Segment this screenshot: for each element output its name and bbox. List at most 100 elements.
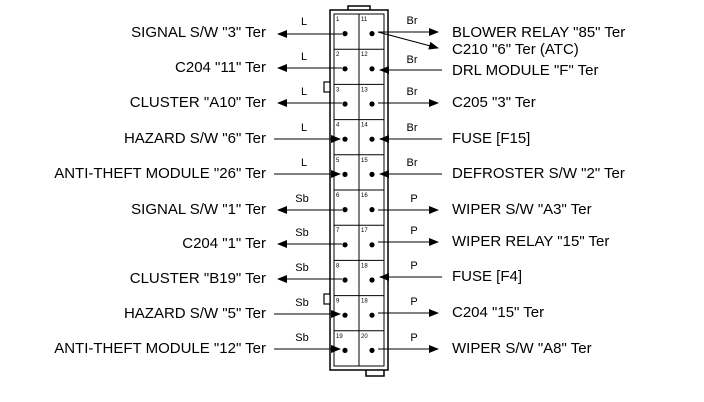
right-arrow-branch bbox=[377, 31, 439, 50]
pin-dot bbox=[342, 66, 348, 72]
right-row-1: BLOWER RELAY "85" Ter C210 "6" Ter (ATC)… bbox=[377, 15, 625, 58]
left-wire-color: L bbox=[301, 157, 307, 169]
pin-number: 17 bbox=[361, 228, 368, 234]
pin-dot bbox=[369, 66, 375, 72]
pin-number: 13 bbox=[361, 87, 368, 93]
pin-dot bbox=[342, 136, 348, 142]
right-wire-color: P bbox=[410, 332, 417, 344]
pin-number: 16 bbox=[361, 193, 368, 199]
right-wire-color: Br bbox=[407, 86, 418, 98]
pin-dot bbox=[342, 101, 348, 107]
pin-number: 18 bbox=[361, 263, 368, 269]
pin-number: 2 bbox=[336, 52, 340, 58]
pin-number: 18 bbox=[361, 299, 368, 305]
right-row-3: C205 "3" Ter Br bbox=[378, 86, 536, 111]
pin-dot bbox=[369, 101, 375, 107]
connector-row-dividers bbox=[334, 48, 384, 332]
right-wire-color: P bbox=[410, 193, 417, 205]
right-terminal-label: BLOWER RELAY "85" Ter bbox=[452, 24, 625, 41]
left-row-3: CLUSTER "A10" Ter L bbox=[130, 86, 342, 111]
right-terminal-label: WIPER S/W "A3" Ter bbox=[452, 201, 592, 218]
left-wire-color: Sb bbox=[295, 193, 308, 205]
left-row-10: ANTI-THEFT MODULE "12" Ter Sb bbox=[54, 332, 341, 357]
pin-dot bbox=[342, 347, 348, 353]
pin-number: 19 bbox=[336, 334, 343, 340]
pin-dot bbox=[369, 312, 375, 318]
left-terminal-label: ANTI-THEFT MODULE "12" Ter bbox=[54, 340, 266, 357]
pin-number: 5 bbox=[336, 158, 340, 164]
pin-number: 7 bbox=[336, 228, 340, 234]
pin-number: 11 bbox=[361, 17, 368, 23]
right-row-7: WIPER RELAY "15" Ter P bbox=[378, 225, 609, 250]
pin-number: 3 bbox=[336, 87, 340, 93]
right-terminal-label: FUSE [F4] bbox=[452, 268, 522, 285]
right-row-9: C204 "15" Ter P bbox=[378, 296, 544, 321]
right-row-10: WIPER S/W "A8" Ter P bbox=[378, 332, 592, 357]
pin-dot bbox=[369, 207, 375, 213]
right-row-2: DRL MODULE "F" Ter Br bbox=[379, 54, 599, 79]
left-wire-color: L bbox=[301, 122, 307, 134]
right-wire-color: P bbox=[410, 225, 417, 237]
pin-number: 4 bbox=[336, 123, 340, 129]
right-row-5: DEFROSTER S/W "2" Ter Br bbox=[379, 157, 625, 182]
left-terminal-label: HAZARD S/W "6" Ter bbox=[124, 130, 266, 147]
left-row-5: ANTI-THEFT MODULE "26" Ter L bbox=[54, 157, 341, 182]
left-terminals: SIGNAL S/W "3" Ter L C204 "11" Ter L CLU… bbox=[54, 16, 342, 357]
left-row-9: HAZARD S/W "5" Ter Sb bbox=[124, 297, 341, 322]
right-terminals: BLOWER RELAY "85" Ter C210 "6" Ter (ATC)… bbox=[377, 15, 625, 357]
pin-number: 8 bbox=[336, 263, 340, 269]
left-row-6: SIGNAL S/W "1" Ter Sb bbox=[131, 193, 342, 218]
left-row-1: SIGNAL S/W "3" Ter L bbox=[131, 16, 342, 41]
left-row-4: HAZARD S/W "6" Ter L bbox=[124, 122, 341, 147]
right-wire-color: P bbox=[410, 260, 417, 272]
pin-number: 1 bbox=[336, 17, 340, 23]
pin-number: 20 bbox=[361, 334, 368, 340]
right-wire-color: Br bbox=[407, 157, 418, 169]
right-wire-color: Br bbox=[407, 54, 418, 66]
pin-number: 15 bbox=[361, 158, 368, 164]
left-row-8: CLUSTER "B19" Ter Sb bbox=[130, 262, 342, 287]
pin-dot bbox=[342, 312, 348, 318]
pin-dot bbox=[342, 30, 348, 37]
left-terminal-label: ANTI-THEFT MODULE "26" Ter bbox=[54, 165, 266, 182]
left-wire-color: L bbox=[301, 16, 307, 28]
pin-dot bbox=[369, 136, 375, 142]
pin-dot bbox=[369, 30, 375, 37]
right-terminal-label: WIPER RELAY "15" Ter bbox=[452, 233, 609, 250]
connector-body bbox=[323, 5, 389, 377]
right-terminal-label: DEFROSTER S/W "2" Ter bbox=[452, 165, 625, 182]
right-row-6: WIPER S/W "A3" Ter P bbox=[378, 193, 592, 218]
left-terminal-label: SIGNAL S/W "3" Ter bbox=[131, 24, 266, 41]
left-terminal-label: CLUSTER "B19" Ter bbox=[130, 270, 266, 287]
right-terminal-label-secondary: C210 "6" Ter (ATC) bbox=[452, 41, 579, 58]
right-wire-color: P bbox=[410, 296, 417, 308]
pin-dot bbox=[369, 277, 375, 283]
left-wire-color: Sb bbox=[295, 227, 308, 239]
left-wire-color: L bbox=[301, 51, 307, 63]
pin-number: 14 bbox=[361, 123, 368, 129]
left-wire-color: Sb bbox=[295, 262, 308, 274]
right-terminal-label: FUSE [F15] bbox=[452, 130, 530, 147]
pin-number: 6 bbox=[336, 193, 340, 199]
right-wire-color: Br bbox=[407, 122, 418, 134]
right-row-8: FUSE [F4] P bbox=[379, 260, 522, 285]
left-terminal-label: SIGNAL S/W "1" Ter bbox=[131, 201, 266, 218]
left-terminal-label: CLUSTER "A10" Ter bbox=[130, 94, 266, 111]
right-terminal-label: DRL MODULE "F" Ter bbox=[452, 62, 599, 79]
right-terminal-label: C205 "3" Ter bbox=[452, 94, 536, 111]
pin-dot bbox=[342, 277, 348, 283]
left-terminal-label: C204 "11" Ter bbox=[175, 59, 266, 76]
left-wire-color: Sb bbox=[295, 332, 308, 344]
right-terminal-label: C204 "15" Ter bbox=[452, 304, 544, 321]
pin-dot bbox=[342, 242, 348, 248]
left-wire-color: Sb bbox=[295, 297, 308, 309]
left-wire-color: L bbox=[301, 86, 307, 98]
pin-number: 12 bbox=[361, 52, 368, 58]
right-row-4: FUSE [F15] Br bbox=[379, 122, 530, 147]
left-row-7: C204 "1" Ter Sb bbox=[182, 227, 342, 252]
right-terminal-label: WIPER S/W "A8" Ter bbox=[452, 340, 592, 357]
left-terminal-label: HAZARD S/W "5" Ter bbox=[124, 305, 266, 322]
